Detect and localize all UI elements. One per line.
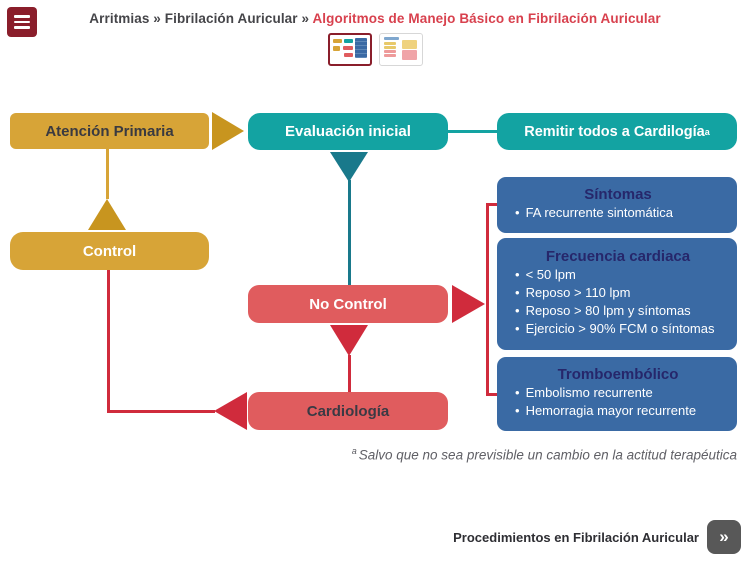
diagram-view-thumbnail[interactable]	[327, 33, 372, 66]
connector-control-atencion	[106, 149, 109, 199]
arrow-control-to-atencion-icon	[88, 199, 126, 230]
connector-cardiologia-control-horizontal	[107, 410, 215, 413]
criteria-bracket-vertical	[486, 203, 489, 396]
double-chevron-right-icon: »	[719, 526, 729, 546]
node-cardiologia: Cardiología	[248, 392, 448, 430]
criteria-title: Frecuencia cardiaca	[545, 247, 691, 265]
arrow-cardiologia-to-control-icon	[214, 392, 247, 430]
criteria-item: < 50 lpm	[515, 266, 729, 284]
criteria-box-tromboembolico: Tromboembólico Embolismo recurrente Hemo…	[497, 357, 737, 431]
criteria-item: Hemorragia mayor recurrente	[515, 402, 729, 420]
criteria-item: FA recurrente sintomática	[515, 204, 729, 222]
criteria-box-frecuencia: Frecuencia cardiaca < 50 lpm Reposo > 11…	[497, 238, 737, 350]
thumb-mini-gold-box	[332, 46, 340, 51]
criteria-bracket-top-stub	[486, 203, 498, 206]
arrow-atencion-to-evaluacion-icon	[212, 112, 244, 150]
criteria-item: Reposo > 80 lpm y síntomas	[515, 302, 729, 320]
thumb-mini-red-bar2	[343, 53, 353, 57]
view-toggle	[0, 33, 750, 66]
criteria-item: Embolismo recurrente	[515, 384, 729, 402]
connector-cardiologia-control-vertical	[107, 270, 110, 413]
next-navigation: Procedimientos en Fibrilación Auricular …	[453, 520, 741, 554]
list-view-thumbnail[interactable]	[378, 33, 423, 66]
breadcrumb-path[interactable]: Arritmias » Fibrilación Auricular »	[89, 11, 313, 26]
connector-evaluacion-nocontrol	[348, 180, 351, 285]
hamburger-menu-button[interactable]	[7, 7, 37, 37]
connector-evaluacion-remitir	[448, 130, 497, 133]
connector-nocontrol-cardiologia	[348, 355, 351, 392]
arrow-nocontrol-to-criteria-icon	[452, 285, 485, 323]
next-page-label[interactable]: Procedimientos en Fibrilación Auricular	[453, 529, 699, 545]
thumb-mini-blue-block	[354, 38, 367, 58]
node-atencion-primaria: Atención Primaria	[10, 113, 209, 149]
node-evaluacion-inicial: Evaluación inicial	[248, 113, 448, 150]
criteria-item: Ejercicio > 90% FCM o síntomas	[515, 320, 729, 338]
node-control: Control	[10, 232, 209, 270]
criteria-bracket-bottom-stub	[486, 393, 498, 396]
criteria-item: Reposo > 110 lpm	[515, 284, 729, 302]
criteria-title: Síntomas	[584, 185, 652, 203]
hamburger-icon	[14, 15, 30, 18]
thumb-mini-blue-line	[383, 37, 399, 40]
thumb-mini-teal-bar	[343, 39, 353, 43]
criteria-box-sintomas: Síntomas FA recurrente sintomática	[497, 177, 737, 233]
arrow-evaluacion-to-nocontrol-icon	[330, 152, 368, 182]
node-no-control: No Control	[248, 285, 448, 323]
thumb-mini-red-bar	[342, 46, 353, 50]
arrow-nocontrol-to-cardiologia-icon	[330, 325, 368, 356]
breadcrumb-current: Algoritmos de Manejo Básico en Fibrilaci…	[312, 11, 661, 26]
footnote-marker: a	[351, 446, 357, 456]
thumb-mini-gold-bar	[332, 39, 342, 43]
criteria-title: Tromboembólico	[557, 365, 679, 383]
next-page-button[interactable]: »	[707, 520, 741, 554]
breadcrumb: Arritmias » Fibrilación Auricular » Algo…	[0, 11, 750, 26]
